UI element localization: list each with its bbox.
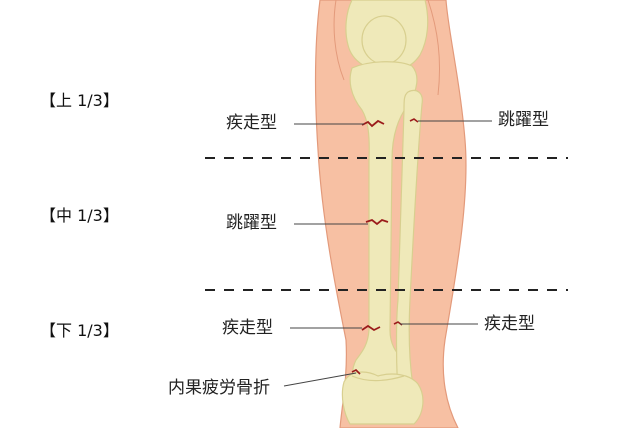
section-upper-label: 【上 1/3】: [40, 91, 119, 110]
upper-left-type-label: 疾走型: [226, 113, 277, 133]
medial-malleolus-label: 内果疲労骨折: [168, 378, 270, 398]
fibula-bone: [395, 89, 423, 401]
leader-medial-malleolus: [283, 372, 357, 387]
fracture-lower-tibia: [361, 324, 381, 332]
patella-bone: [361, 15, 407, 65]
knee-shadow-left: [333, 0, 345, 81]
upper-right-type-label: 跳躍型: [498, 110, 549, 130]
ankle-joint-line: [351, 375, 405, 382]
fracture-medial-malleolus: [351, 369, 361, 375]
middle-left-type-label: 跳躍型: [226, 213, 277, 233]
talus-bone: [341, 371, 424, 425]
section-lower-label: 【下 1/3】: [40, 321, 119, 340]
fracture-upper-tibia: [361, 119, 385, 128]
fracture-middle-tibia: [365, 218, 389, 226]
knee-shadow: [427, 0, 440, 96]
lower-right-type-label: 疾走型: [484, 314, 535, 334]
section-middle-label: 【中 1/3】: [40, 206, 119, 225]
fracture-upper-fibula: [409, 118, 419, 123]
lower-left-type-label: 疾走型: [222, 318, 273, 338]
